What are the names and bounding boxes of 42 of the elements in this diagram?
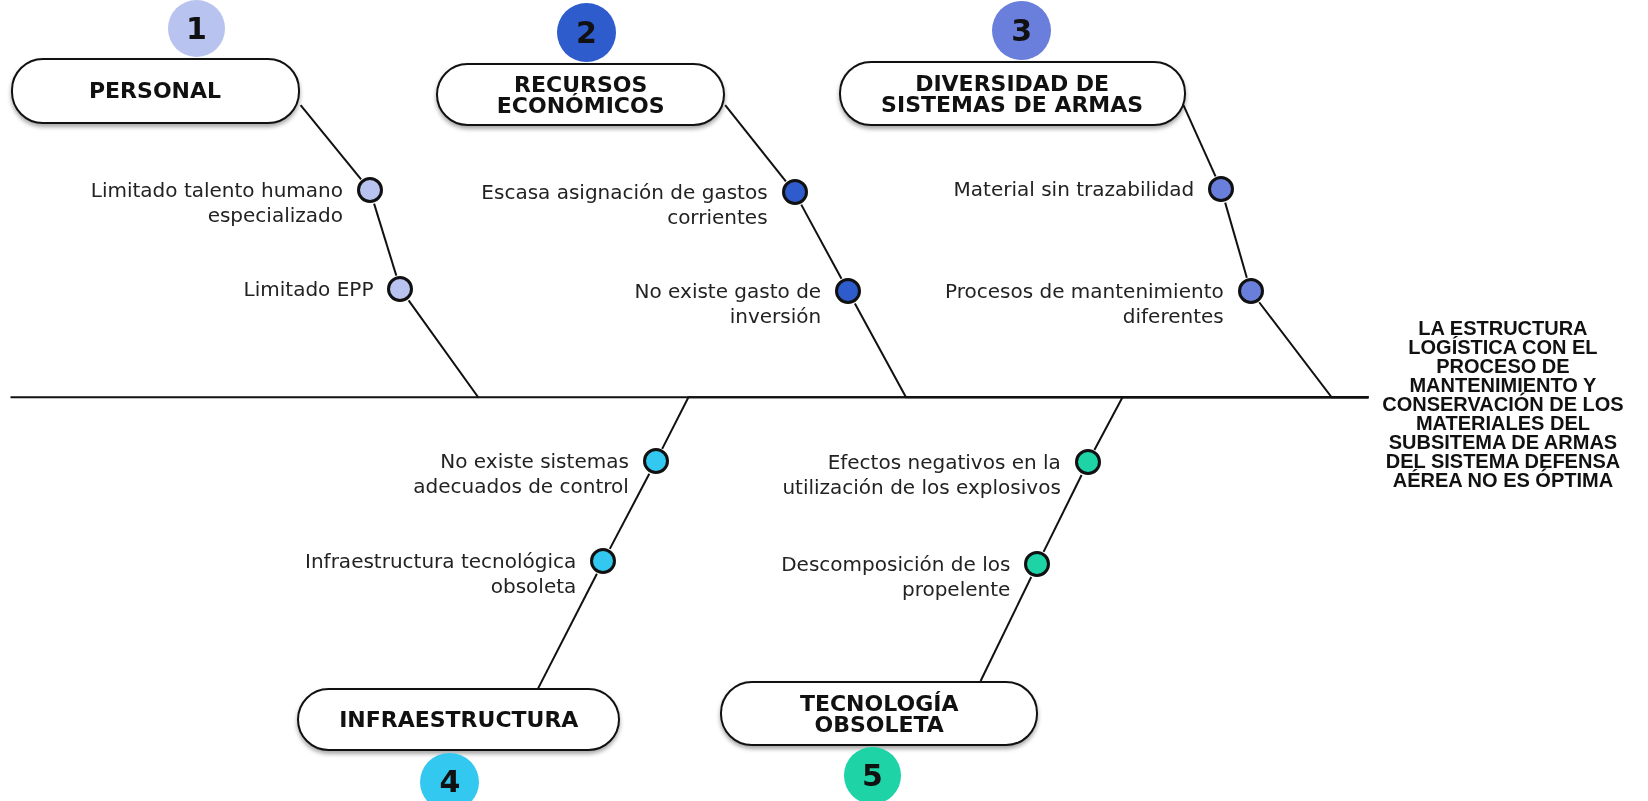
category-box: RECURSOS ECONÓMICOS — [436, 63, 726, 127]
cause-text: Escasa asignación de gastos corrientes — [480, 179, 768, 230]
fishbone-line — [800, 203, 843, 280]
cause-dot — [1074, 449, 1101, 476]
cause-text: No existe sistemas adecuados de control — [412, 448, 629, 499]
fishbone-line — [1093, 396, 1370, 452]
cause-text: Limitado talento humano especializado — [89, 177, 343, 228]
fishbone-line — [1224, 201, 1248, 279]
cause-dot — [590, 548, 617, 575]
cause-text: No existe gasto de inversión — [633, 278, 822, 329]
cause-text: Limitado EPP — [243, 276, 374, 302]
category-box: PERSONAL — [10, 57, 300, 124]
fishbone-line — [724, 104, 787, 183]
fishbone-line — [1182, 104, 1217, 178]
cause-text: Material sin trazabilidad — [953, 176, 1195, 202]
cause-dot — [356, 177, 383, 204]
fishbone-line — [537, 572, 598, 690]
cause-text: Procesos de mantenimiento diferentes — [944, 278, 1224, 329]
cause-dot — [1024, 551, 1051, 578]
fishbone-line — [373, 202, 398, 277]
cause-text: Descomposición de los propelente — [780, 551, 1011, 602]
number-badge: 1 — [168, 0, 225, 57]
fishbone-line — [979, 576, 1033, 683]
cause-dot — [1237, 278, 1264, 305]
cause-text: Efectos negativos en la utilización de los explosivos — [782, 449, 1061, 500]
cause-text: Infraestructura tecnológica obsoleta — [304, 548, 577, 599]
category-box: TECNOLOGÍA OBSOLETA — [719, 681, 1039, 747]
cause-dot — [387, 276, 414, 302]
cause-dot — [781, 179, 808, 206]
number-badge: 3 — [992, 1, 1051, 60]
category-box: INFRAESTRUCTURA — [297, 688, 621, 752]
fishbone-line — [299, 104, 363, 181]
category-box: DIVERSIDAD DE SISTEMAS DE ARMAS — [838, 60, 1186, 127]
effect-text: LA ESTRUCTURA LOGÍSTICA CON EL PROCESO DE MANTENIMIENTO Y CONSERVACIÓN DE LOS MATERIALES DEL SUBSITEMA DE ARMAS DEL SISTEMA DEFENSA AÉREA NO ES ÓPTIMA — [1368, 294, 1638, 515]
number-badge: 5 — [843, 747, 901, 801]
cause-dot — [835, 278, 862, 305]
number-badge: 2 — [557, 3, 616, 62]
cause-dot — [642, 448, 669, 475]
fishbone-line — [1042, 474, 1083, 553]
cause-dot — [1208, 176, 1235, 203]
number-badge: 4 — [420, 752, 480, 801]
fishbone-line — [608, 472, 651, 550]
